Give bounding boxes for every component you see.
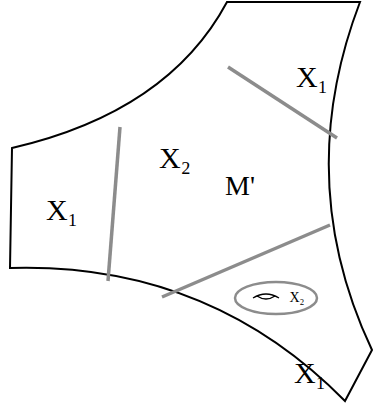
torus-hole <box>257 296 275 299</box>
handle-ellipse: X₂ <box>233 280 319 316</box>
region-label: X₁ <box>296 62 328 92</box>
region-label: X₂ <box>159 143 191 173</box>
manifold-boundary <box>10 2 372 401</box>
region: X₂ <box>125 110 225 200</box>
region: X₁ <box>250 35 360 115</box>
manifold-label: M' <box>225 172 255 200</box>
region-label: X₁ <box>46 195 78 225</box>
region: X₁ <box>20 160 105 260</box>
torus-hole <box>253 294 279 298</box>
ellipse-outline <box>233 280 319 316</box>
region-label: X₂ <box>290 291 305 305</box>
divider-line <box>108 127 120 281</box>
region-label: X₁ <box>294 358 326 388</box>
region: X₁ X₂ <box>225 240 365 398</box>
ellipse <box>235 282 317 314</box>
